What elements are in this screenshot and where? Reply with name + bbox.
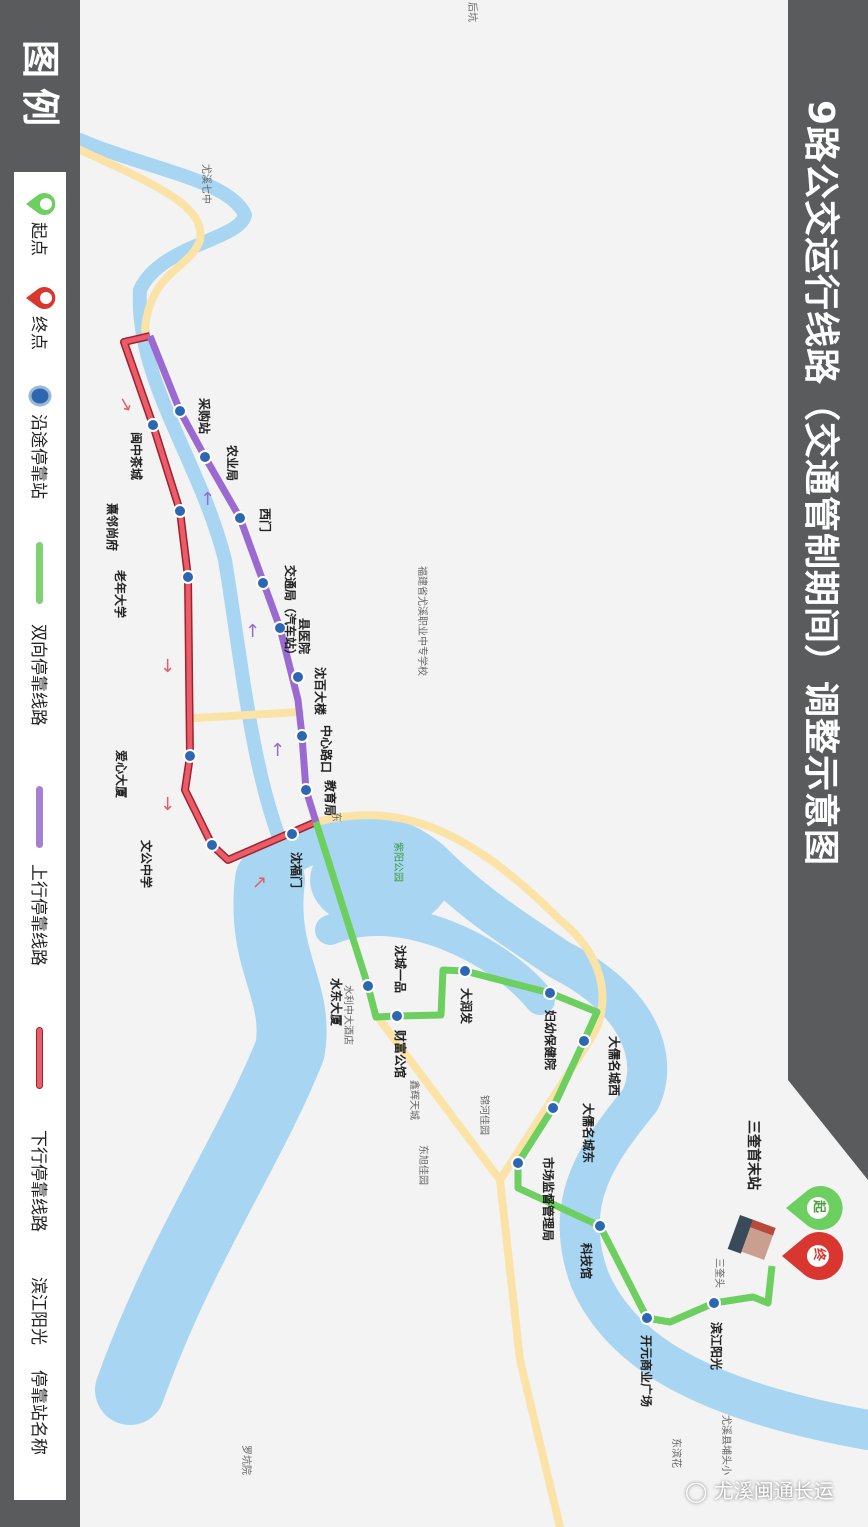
watermark: ◯ 尤溪闽通长运 bbox=[685, 1479, 834, 1503]
stop-label: 教育局 bbox=[323, 780, 337, 817]
legend-label-down: 下行停靠线路 bbox=[28, 1130, 48, 1232]
stop-label: 县医院 bbox=[297, 618, 311, 655]
legend-example-name: 滨江阳光 bbox=[28, 1277, 48, 1345]
start-pin-icon bbox=[786, 1186, 843, 1231]
start-pin-icon bbox=[26, 193, 56, 215]
page-title: 9路公交运行线路（交通管制期间）调整示意图 bbox=[800, 100, 841, 867]
terminal-label: 三奎首末站 bbox=[745, 1120, 761, 1190]
stop-dots bbox=[146, 404, 721, 1325]
stop-label: 市场监督管理局 bbox=[541, 1157, 555, 1242]
poi-label: 东 bbox=[330, 812, 341, 822]
legend-label-stop: 沿途停靠站 bbox=[28, 414, 48, 499]
poi-label: 福建省尤溪职业中专学校 bbox=[416, 566, 427, 676]
stop-label: 沈城一品 bbox=[393, 945, 407, 994]
poi-label: 尤溪七中 bbox=[200, 164, 211, 204]
watermark-text: 尤溪闽通长运 bbox=[713, 1479, 834, 1503]
stop-label: 开元商业广场 bbox=[639, 1335, 653, 1408]
stop-label: 交通局（汽车站） bbox=[283, 565, 297, 662]
legend-panel: 起点 终点 沿途停靠站 双向停靠线路 上行停靠线路 下行停靠线路 滨江阳光 停靠… bbox=[14, 172, 66, 1500]
svg-text:↓: ↓ bbox=[160, 656, 175, 677]
end-pin-badge: 终 bbox=[811, 1248, 826, 1262]
poi-label: 鑫辉天城 bbox=[408, 1080, 419, 1120]
stop-label: 水东大厦 bbox=[329, 978, 343, 1027]
end-pin-icon bbox=[782, 1232, 844, 1280]
legend-label-end: 终点 bbox=[28, 316, 48, 350]
poi-label: 紫阳公园 bbox=[392, 842, 403, 882]
start-pin-badge: 起 bbox=[811, 1200, 826, 1214]
stop-label: 大润发 bbox=[459, 988, 473, 1025]
stop-label: 熹邻尚府 bbox=[105, 503, 119, 552]
legend-line-green bbox=[36, 542, 43, 604]
stop-label: 科技馆 bbox=[579, 1243, 593, 1280]
terminal-building-icon bbox=[727, 1215, 776, 1260]
poi-label: 罗坑院 bbox=[240, 1445, 251, 1475]
stop-label: 财富公馆 bbox=[393, 1030, 407, 1079]
title-band bbox=[788, 0, 868, 1180]
stop-label: 沈福门 bbox=[289, 852, 303, 889]
poi-label: 锦河佳园 bbox=[478, 1095, 489, 1135]
stop-label: 采购站 bbox=[197, 398, 211, 435]
stop-label: 滨江阳光 bbox=[709, 1322, 723, 1371]
svg-text:↑: ↑ bbox=[200, 489, 215, 510]
svg-text:↗: ↗ bbox=[252, 872, 267, 893]
stop-label: 爱心大厦 bbox=[114, 750, 128, 799]
poi-label: 三奎头 bbox=[713, 1258, 724, 1288]
legend-label-start: 起点 bbox=[28, 222, 48, 256]
stop-label: 妇幼保健院 bbox=[543, 1010, 557, 1071]
svg-text:↓: ↓ bbox=[160, 794, 175, 815]
legend-title: 图例 bbox=[18, 40, 62, 137]
poi-label: 尤溪县埔头小 bbox=[720, 1415, 731, 1475]
stop-label: 大儒名城东 bbox=[581, 1103, 595, 1164]
stop-label: 大儒名城西 bbox=[607, 1036, 621, 1097]
stop-label: 西门 bbox=[258, 508, 272, 533]
stop-dot-icon bbox=[28, 385, 52, 407]
end-pin-icon bbox=[26, 287, 56, 309]
stop-label: 闽中茶城 bbox=[129, 432, 143, 481]
stop-label: 沈百大楼 bbox=[313, 667, 327, 716]
legend-line-purple bbox=[36, 786, 43, 848]
poi-label: 水利中大酒店 bbox=[342, 985, 353, 1045]
poi-label: 后坑 bbox=[466, 2, 477, 22]
route-both-green bbox=[312, 820, 776, 1326]
legend-label-name: 停靠站名称 bbox=[28, 1370, 48, 1455]
legend-line-red bbox=[36, 1027, 43, 1089]
legend-label-both: 双向停靠线路 bbox=[28, 624, 48, 726]
stop-label: 农业局 bbox=[225, 445, 239, 482]
stop-label: 文公中学 bbox=[139, 840, 153, 889]
svg-text:↑: ↑ bbox=[245, 621, 260, 642]
roads bbox=[76, 146, 607, 1527]
svg-text:↑: ↑ bbox=[270, 740, 285, 761]
stop-label: 老年大学 bbox=[113, 570, 127, 619]
poi-label: 东旭佳园 bbox=[417, 1145, 428, 1185]
svg-text:↓: ↓ bbox=[114, 393, 138, 419]
legend-label-up: 上行停靠线路 bbox=[28, 864, 48, 966]
poi-label: 东滨花 bbox=[670, 1438, 681, 1468]
stop-label: 中心路口 bbox=[319, 725, 333, 774]
